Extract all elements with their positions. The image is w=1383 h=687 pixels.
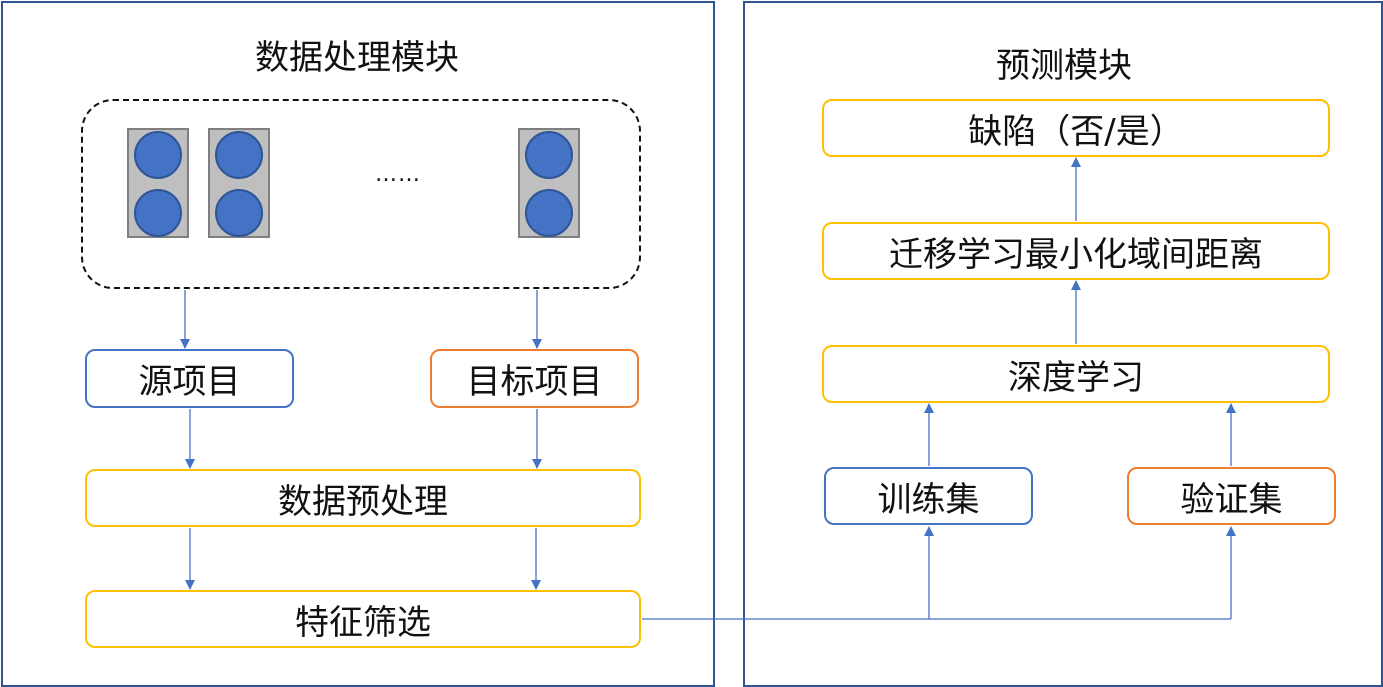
project-circle bbox=[215, 131, 263, 179]
data-preprocessing: 数据预处理 bbox=[85, 469, 641, 527]
project-circle bbox=[134, 189, 182, 237]
deep-learning: 深度学习 bbox=[822, 345, 1330, 403]
transfer-learning: 迁移学习最小化域间距离 bbox=[822, 222, 1330, 280]
feature-selection: 特征筛选 bbox=[85, 590, 641, 648]
target-project: 目标项目 bbox=[430, 349, 639, 408]
project-circle bbox=[525, 131, 573, 179]
prediction-module-title: 预测模块 bbox=[996, 46, 1132, 86]
training-set: 训练集 bbox=[824, 467, 1033, 525]
source-project: 源项目 bbox=[85, 349, 294, 408]
project-circle bbox=[525, 189, 573, 237]
project-block-1 bbox=[127, 128, 189, 238]
project-circle bbox=[215, 189, 263, 237]
data-processing-module bbox=[1, 1, 715, 687]
defect-output: 缺陷（否/是） bbox=[822, 99, 1330, 157]
project-circle bbox=[134, 131, 182, 179]
project-pool bbox=[81, 99, 641, 289]
validation-set: 验证集 bbox=[1127, 467, 1336, 525]
project-block-2 bbox=[208, 128, 270, 238]
project-block-n bbox=[518, 128, 580, 238]
data-processing-module-title: 数据处理模块 bbox=[255, 38, 459, 78]
ellipsis: …… bbox=[375, 162, 421, 187]
